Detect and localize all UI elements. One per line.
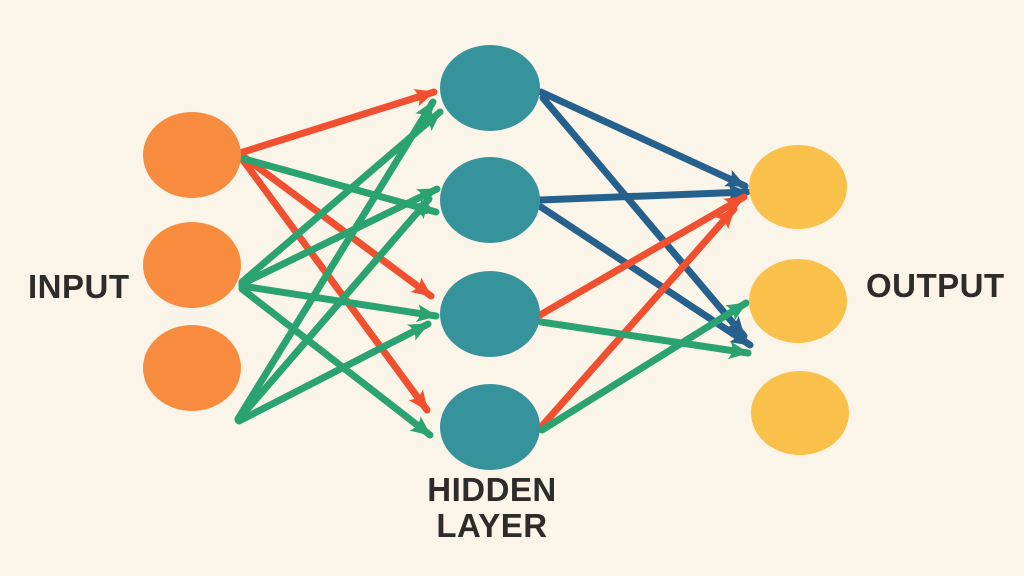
output-2-node — [749, 259, 847, 343]
input-3-node — [143, 325, 241, 411]
edge-input-3-to-hidden-2 — [234, 195, 433, 424]
hidden-layer-label-line1: HIDDEN — [427, 471, 557, 508]
input-1-node — [143, 112, 241, 198]
edge-hidden-1-to-output-1 — [537, 88, 749, 190]
hidden-1-node — [440, 45, 540, 131]
edge-input-3-to-hidden-3 — [235, 320, 432, 425]
edges — [234, 88, 754, 439]
hidden-layer-label-line2: LAYER — [436, 507, 548, 544]
edge-hidden-3-to-output-3 — [537, 318, 752, 360]
edge-hidden-2-to-output-1 — [536, 183, 751, 204]
hidden-layer-nodes — [440, 45, 540, 470]
edge-input-2-to-hidden-2 — [238, 185, 441, 288]
hidden-4-node — [440, 384, 540, 470]
output-3-node — [751, 371, 849, 455]
edge-hidden-4-to-output-2 — [538, 299, 750, 434]
output-layer-label: OUTPUT — [866, 267, 1005, 304]
edge-hidden-3-to-output-1 — [536, 193, 748, 319]
edge-input-1-to-hidden-3 — [236, 150, 435, 300]
hidden-3-node — [440, 271, 540, 357]
input-layer-nodes — [143, 112, 241, 411]
hidden-layer-label: HIDDEN LAYER — [342, 472, 642, 544]
output-layer-nodes — [749, 145, 849, 455]
edge-hidden-4-to-output-1 — [538, 205, 738, 430]
edge-input-1-to-hidden-1 — [236, 88, 438, 157]
input-2-node — [143, 222, 241, 308]
edge-hidden-1-to-output-3 — [539, 94, 748, 340]
input-layer-label: INPUT — [28, 268, 130, 305]
edge-input-3-to-hidden-1 — [234, 98, 437, 423]
edge-input-2-to-hidden-4 — [238, 285, 434, 439]
output-1-node — [749, 145, 847, 229]
edge-input-1-to-hidden-4 — [236, 152, 431, 414]
hidden-2-node — [440, 157, 540, 243]
